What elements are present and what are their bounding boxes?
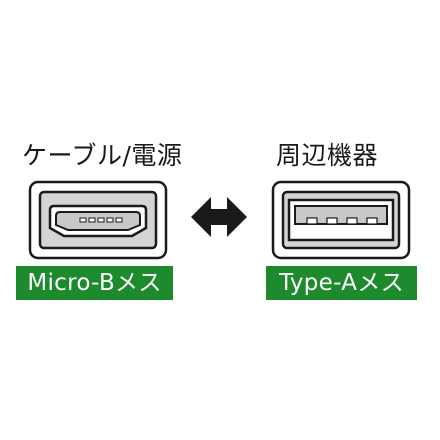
micro-b-female-label: Micro-Bメス <box>16 266 173 300</box>
micro-b-female-port-icon <box>28 180 168 260</box>
type-a-female-label: Type-Aメス <box>266 266 417 300</box>
usb-type-a-female-port-icon <box>271 180 411 260</box>
left-device-title: ケーブル/電源 <box>22 141 183 170</box>
right-device-title: 周辺機器 <box>276 141 379 170</box>
double-headed-arrow-icon <box>191 197 247 237</box>
